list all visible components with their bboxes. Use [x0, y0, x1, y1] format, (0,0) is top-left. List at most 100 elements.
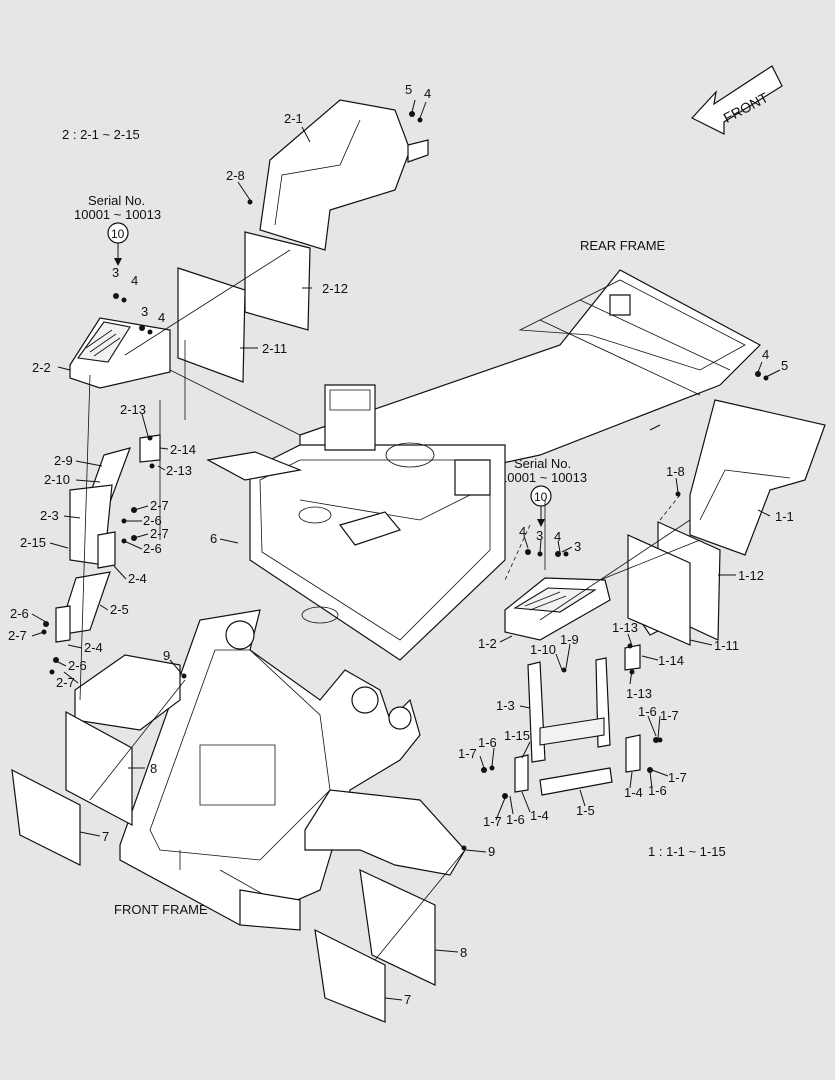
- callout-2-7: 2-7: [56, 675, 75, 690]
- group-2-range-label: 2 : 2-1 ~ 2-15: [62, 127, 140, 142]
- callout-8: 8: [150, 761, 157, 776]
- serial-top-line2: 10001 ~ 10013: [74, 207, 161, 222]
- part-9-cover-center: [304, 789, 466, 876]
- callout-6: 6: [210, 531, 217, 546]
- callout-1-13: 1-13: [626, 686, 652, 701]
- callout-2-1: 2-1: [284, 111, 303, 126]
- callout-2-6: 2-6: [143, 541, 162, 556]
- callout-1-14: 1-14: [658, 653, 684, 668]
- callout-2-6: 2-6: [68, 658, 87, 673]
- callout-1-4: 1-4: [624, 785, 643, 800]
- callout-9: 9: [488, 844, 495, 859]
- rear-frame-label: REAR FRAME: [580, 238, 666, 253]
- callout-3: 3: [574, 539, 581, 554]
- callout-2-6: 2-6: [10, 606, 29, 621]
- callout-2-3: 2-3: [40, 508, 59, 523]
- callout-2-13: 2-13: [120, 402, 146, 417]
- callout-2-8: 2-8: [226, 168, 245, 183]
- callout-1-1: 1-1: [775, 509, 794, 524]
- callout-1-3: 1-3: [496, 698, 515, 713]
- callout-4: 4: [158, 310, 165, 325]
- callout-1-6: 1-6: [648, 783, 667, 798]
- callout-2-2: 2-2: [32, 360, 51, 375]
- part-2-1-fender: [259, 99, 411, 251]
- callout-2-14: 2-14: [170, 442, 196, 457]
- callout-1-15: 1-15: [504, 728, 530, 743]
- callout-1-10: 1-10: [530, 642, 556, 657]
- callout-1-5: 1-5: [576, 803, 595, 818]
- serial-top-ref: 10: [111, 227, 125, 241]
- callout-5: 5: [405, 82, 412, 97]
- serial-right-ref: 10: [534, 490, 548, 504]
- callout-1-6: 1-6: [478, 735, 497, 750]
- part-1-5-step: [539, 767, 613, 796]
- group-1-range-label: 1 : 1-1 ~ 1-15: [648, 844, 726, 859]
- step-box-holes: [85, 329, 121, 357]
- part-2-4-plate-a: [97, 531, 116, 569]
- callout-3: 3: [141, 304, 148, 319]
- callout-5: 5: [781, 358, 788, 373]
- callout-2-7: 2-7: [150, 498, 169, 513]
- callout-1-7: 1-7: [483, 814, 502, 829]
- callout-4: 4: [519, 524, 526, 539]
- callout-1-7: 1-7: [668, 770, 687, 785]
- callout-1-6: 1-6: [506, 812, 525, 827]
- callout-1-9: 1-9: [560, 632, 579, 647]
- serial-note-top: Serial No. 10001 ~ 10013 10: [74, 193, 161, 266]
- callout-leaders: [31, 99, 781, 1001]
- callout-4: 4: [762, 347, 769, 362]
- callout-1-8: 1-8: [666, 464, 685, 479]
- part-1-4-plate-b: [625, 734, 641, 773]
- callout-1-11: 1-11: [714, 638, 739, 653]
- callout-3: 3: [112, 265, 119, 280]
- callout-3: 3: [536, 528, 543, 543]
- callout-4: 4: [554, 529, 561, 544]
- alignment-lines: [79, 249, 701, 961]
- part-7-plate-left: [11, 768, 81, 866]
- callout-1-2: 1-2: [478, 636, 497, 651]
- callout-2-6: 2-6: [143, 513, 162, 528]
- callout-1-13: 1-13: [612, 620, 638, 635]
- callout-2-9: 2-9: [54, 453, 73, 468]
- rear-frame: [206, 269, 761, 661]
- callout-1-7: 1-7: [458, 746, 477, 761]
- part-1-14-bracket: [624, 644, 641, 671]
- callout-1-7: 1-7: [660, 708, 679, 723]
- callout-9: 9: [163, 648, 170, 663]
- callout-2-4: 2-4: [128, 571, 147, 586]
- part-1-1-fender: [689, 399, 826, 556]
- front-frame: [119, 609, 421, 931]
- serial-top-line1: Serial No.: [88, 193, 145, 208]
- fasteners: [41, 111, 769, 851]
- callout-7: 7: [102, 829, 109, 844]
- callout-2-15: 2-15: [20, 535, 46, 550]
- callout-2-5: 2-5: [110, 602, 129, 617]
- serial-right-line1: Serial No.: [514, 456, 571, 471]
- part-8-flap-center: [359, 868, 436, 986]
- front-frame-label: FRONT FRAME: [114, 902, 208, 917]
- part-7-plate-center: [314, 928, 386, 1023]
- callout-2-12: 2-12: [322, 281, 348, 296]
- callout-1-4: 1-4: [530, 808, 549, 823]
- callout-2-7: 2-7: [8, 628, 27, 643]
- part-8-flap-left: [65, 710, 133, 826]
- callout-labels: 2-1 5 4 2-8 3 4 3 4 2-12 2-11 2-2 2-13 2…: [8, 82, 794, 1007]
- part-2-1-bracket: [407, 139, 429, 163]
- callout-2-7: 2-7: [150, 526, 169, 541]
- callout-2-4: 2-4: [84, 640, 103, 655]
- callout-8: 8: [460, 945, 467, 960]
- callout-2-10: 2-10: [44, 472, 70, 487]
- part-9-cover-left: [74, 654, 181, 731]
- callout-4: 4: [131, 273, 138, 288]
- callout-1-12: 1-12: [738, 568, 764, 583]
- part-2-12-mudflap: [244, 231, 311, 331]
- right-step-box-holes: [524, 591, 567, 611]
- callout-4: 4: [424, 86, 431, 101]
- front-direction-arrow: FRONT: [691, 65, 783, 135]
- serial-right-line2: 10001 ~ 10013: [500, 470, 587, 485]
- callout-7: 7: [404, 992, 411, 1007]
- part-1-3-ladder: [527, 657, 611, 763]
- callout-1-6: 1-6: [638, 704, 657, 719]
- serial-note-right: Serial No. 10001 ~ 10013 10: [500, 456, 587, 527]
